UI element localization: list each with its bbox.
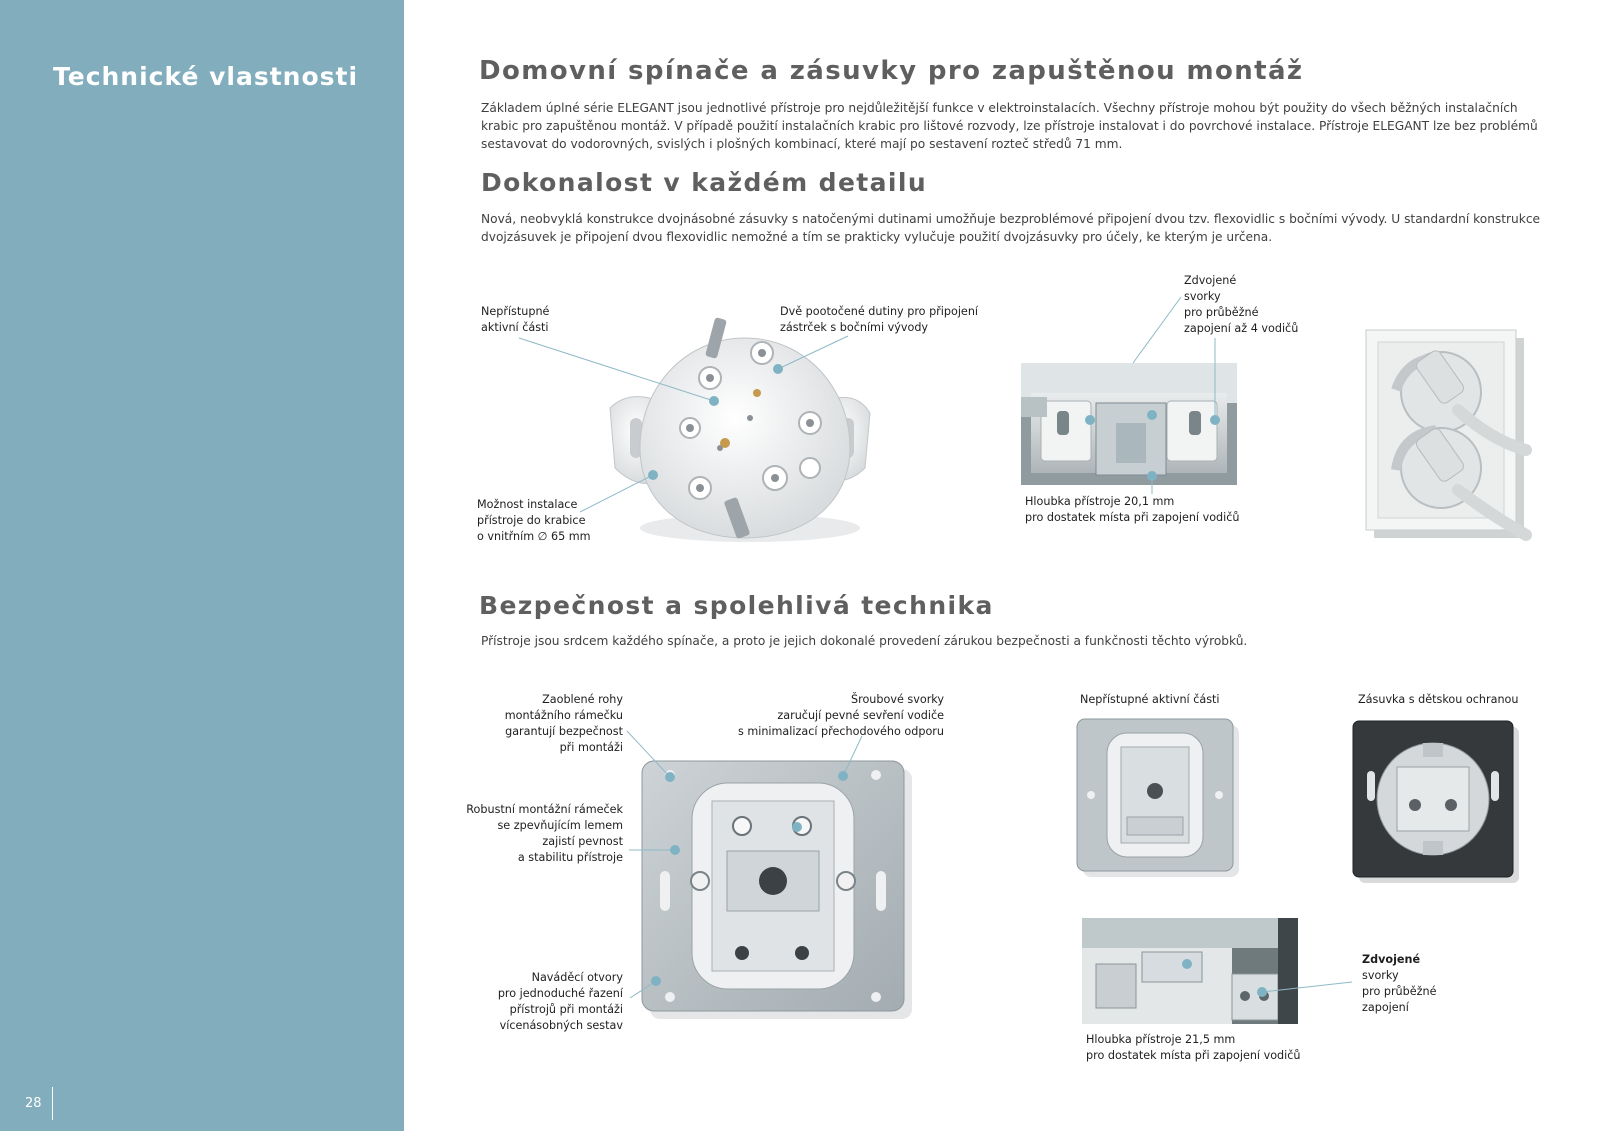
label-device-depth-20: Hloubka přístroje 20,1 mm pro dostatek m… [1025, 495, 1240, 524]
label-inaccessible-parts-small: Nepřístupné aktivní části [1080, 693, 1220, 706]
label-double-terminals: Zdvojené svorky pro průběžné zapojení až… [1184, 274, 1299, 335]
child-protection-socket-photo [1352, 720, 1519, 883]
label-device-depth-21: Hloubka přístroje 21,5 mm pro dostatek m… [1086, 1033, 1301, 1062]
double-socket-plug-photo [1365, 329, 1532, 541]
double-terminals-photo [1021, 363, 1237, 485]
label-screw-terminals: Šroubové svorky zaručují pevné sevření v… [737, 693, 944, 738]
label-box-install: Možnost instalace přístroje do krabice o… [477, 498, 591, 543]
socket-insert-photo [609, 317, 871, 542]
section-heading-safety: Bezpečnost a spolehlivá technika [479, 591, 994, 620]
page-number: 28 [25, 1096, 42, 1111]
label-double-terminals-small: Zdvojené svorky pro průběžné zapojení [1362, 952, 1436, 1016]
label-inaccessible-parts: Nepřístupné aktivní části [481, 305, 550, 334]
label-robust-frame: Robustní montážní rámeček se zpevňujícím… [466, 803, 623, 864]
double-terminals-depth-photo [1082, 918, 1298, 1024]
section-heading-flush-mount: Domovní spínače a zásuvky pro zapuštěnou… [479, 56, 1304, 86]
page-number-divider [52, 1087, 53, 1120]
label-rotated-sockets: Dvě pootočené dutiny pro připojení zástr… [780, 305, 979, 334]
label-child-protection: Zásuvka s dětskou ochranou [1358, 693, 1519, 706]
inaccessible-parts-photo [1076, 718, 1239, 877]
label-double-terminals-body: svorky pro průběžné zapojení [1362, 969, 1437, 1014]
mounting-frame-photo [641, 760, 912, 1019]
label-double-terminals-title: Zdvojené [1362, 953, 1421, 966]
sidebar: Technické vlastnosti 28 [0, 0, 404, 1131]
section-text-safety: Přístroje jsou srdcem každého spínače, a… [481, 634, 1248, 648]
section-heading-detail: Dokonalost v každém detailu [481, 168, 928, 197]
label-guide-holes: Naváděcí otvory pro jednoduché řazení př… [497, 971, 623, 1032]
sidebar-title: Technické vlastnosti [53, 62, 359, 91]
section-text-detail: Nová, neobvyklá konstrukce dvojnásobné z… [481, 212, 1541, 244]
label-rounded-corners: Zaoblené rohy montážního rámečku garantu… [504, 693, 623, 754]
section-text-flush-mount: Základem úplné série ELEGANT jsou jednot… [481, 101, 1538, 151]
